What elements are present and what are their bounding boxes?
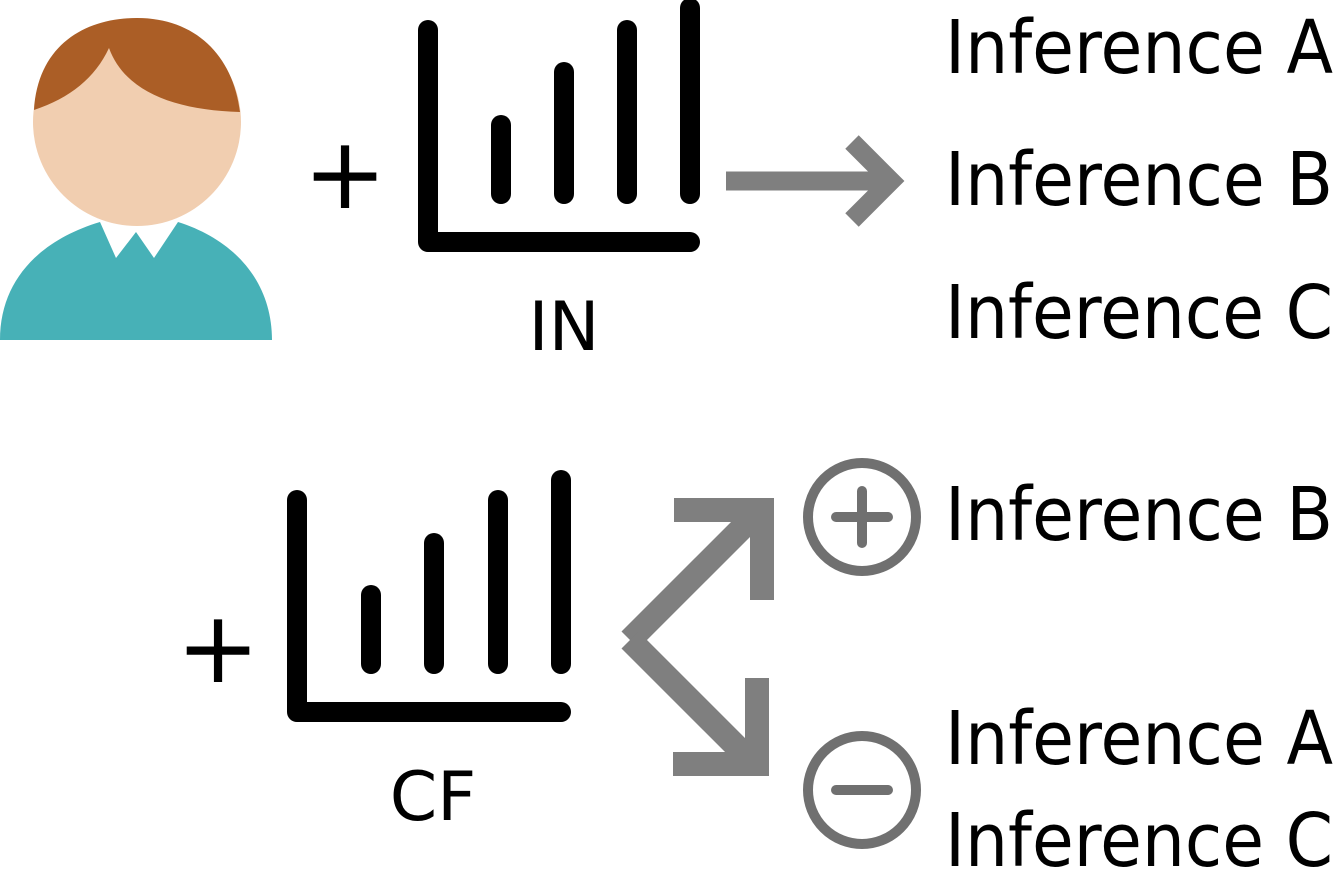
person-avatar-icon — [0, 18, 272, 340]
top-arrow-icon — [726, 135, 905, 227]
positive-inference-b: Inference B — [945, 472, 1333, 558]
minus-circle-icon — [803, 731, 921, 849]
person-hair — [34, 18, 240, 112]
bottom-bar-chart-icon — [287, 470, 571, 722]
top-inference-c: Inference C — [945, 270, 1333, 356]
top-chart-label: IN — [529, 288, 600, 367]
negative-inference-c: Inference C — [945, 798, 1333, 884]
top-chart-axes — [418, 20, 700, 252]
top-inference-a: Inference A — [945, 5, 1333, 91]
top-bar-chart-icon — [418, 0, 700, 252]
bottom-chart-axes — [287, 490, 571, 722]
bottom-chart-label: CF — [390, 758, 477, 837]
negative-inference-a: Inference A — [945, 696, 1333, 782]
person-shirt — [0, 222, 272, 340]
split-arrow-down-head — [673, 678, 769, 776]
split-arrow-up — [621, 505, 765, 649]
split-arrow-icon — [621, 498, 774, 776]
bottom-plus-sign: + — [176, 589, 260, 706]
top-plus-sign: + — [303, 115, 387, 232]
plus-circle-icon — [803, 458, 921, 576]
split-arrow-up-head — [674, 498, 774, 600]
split-arrow-down — [621, 631, 761, 771]
top-inference-b: Inference B — [945, 137, 1333, 223]
